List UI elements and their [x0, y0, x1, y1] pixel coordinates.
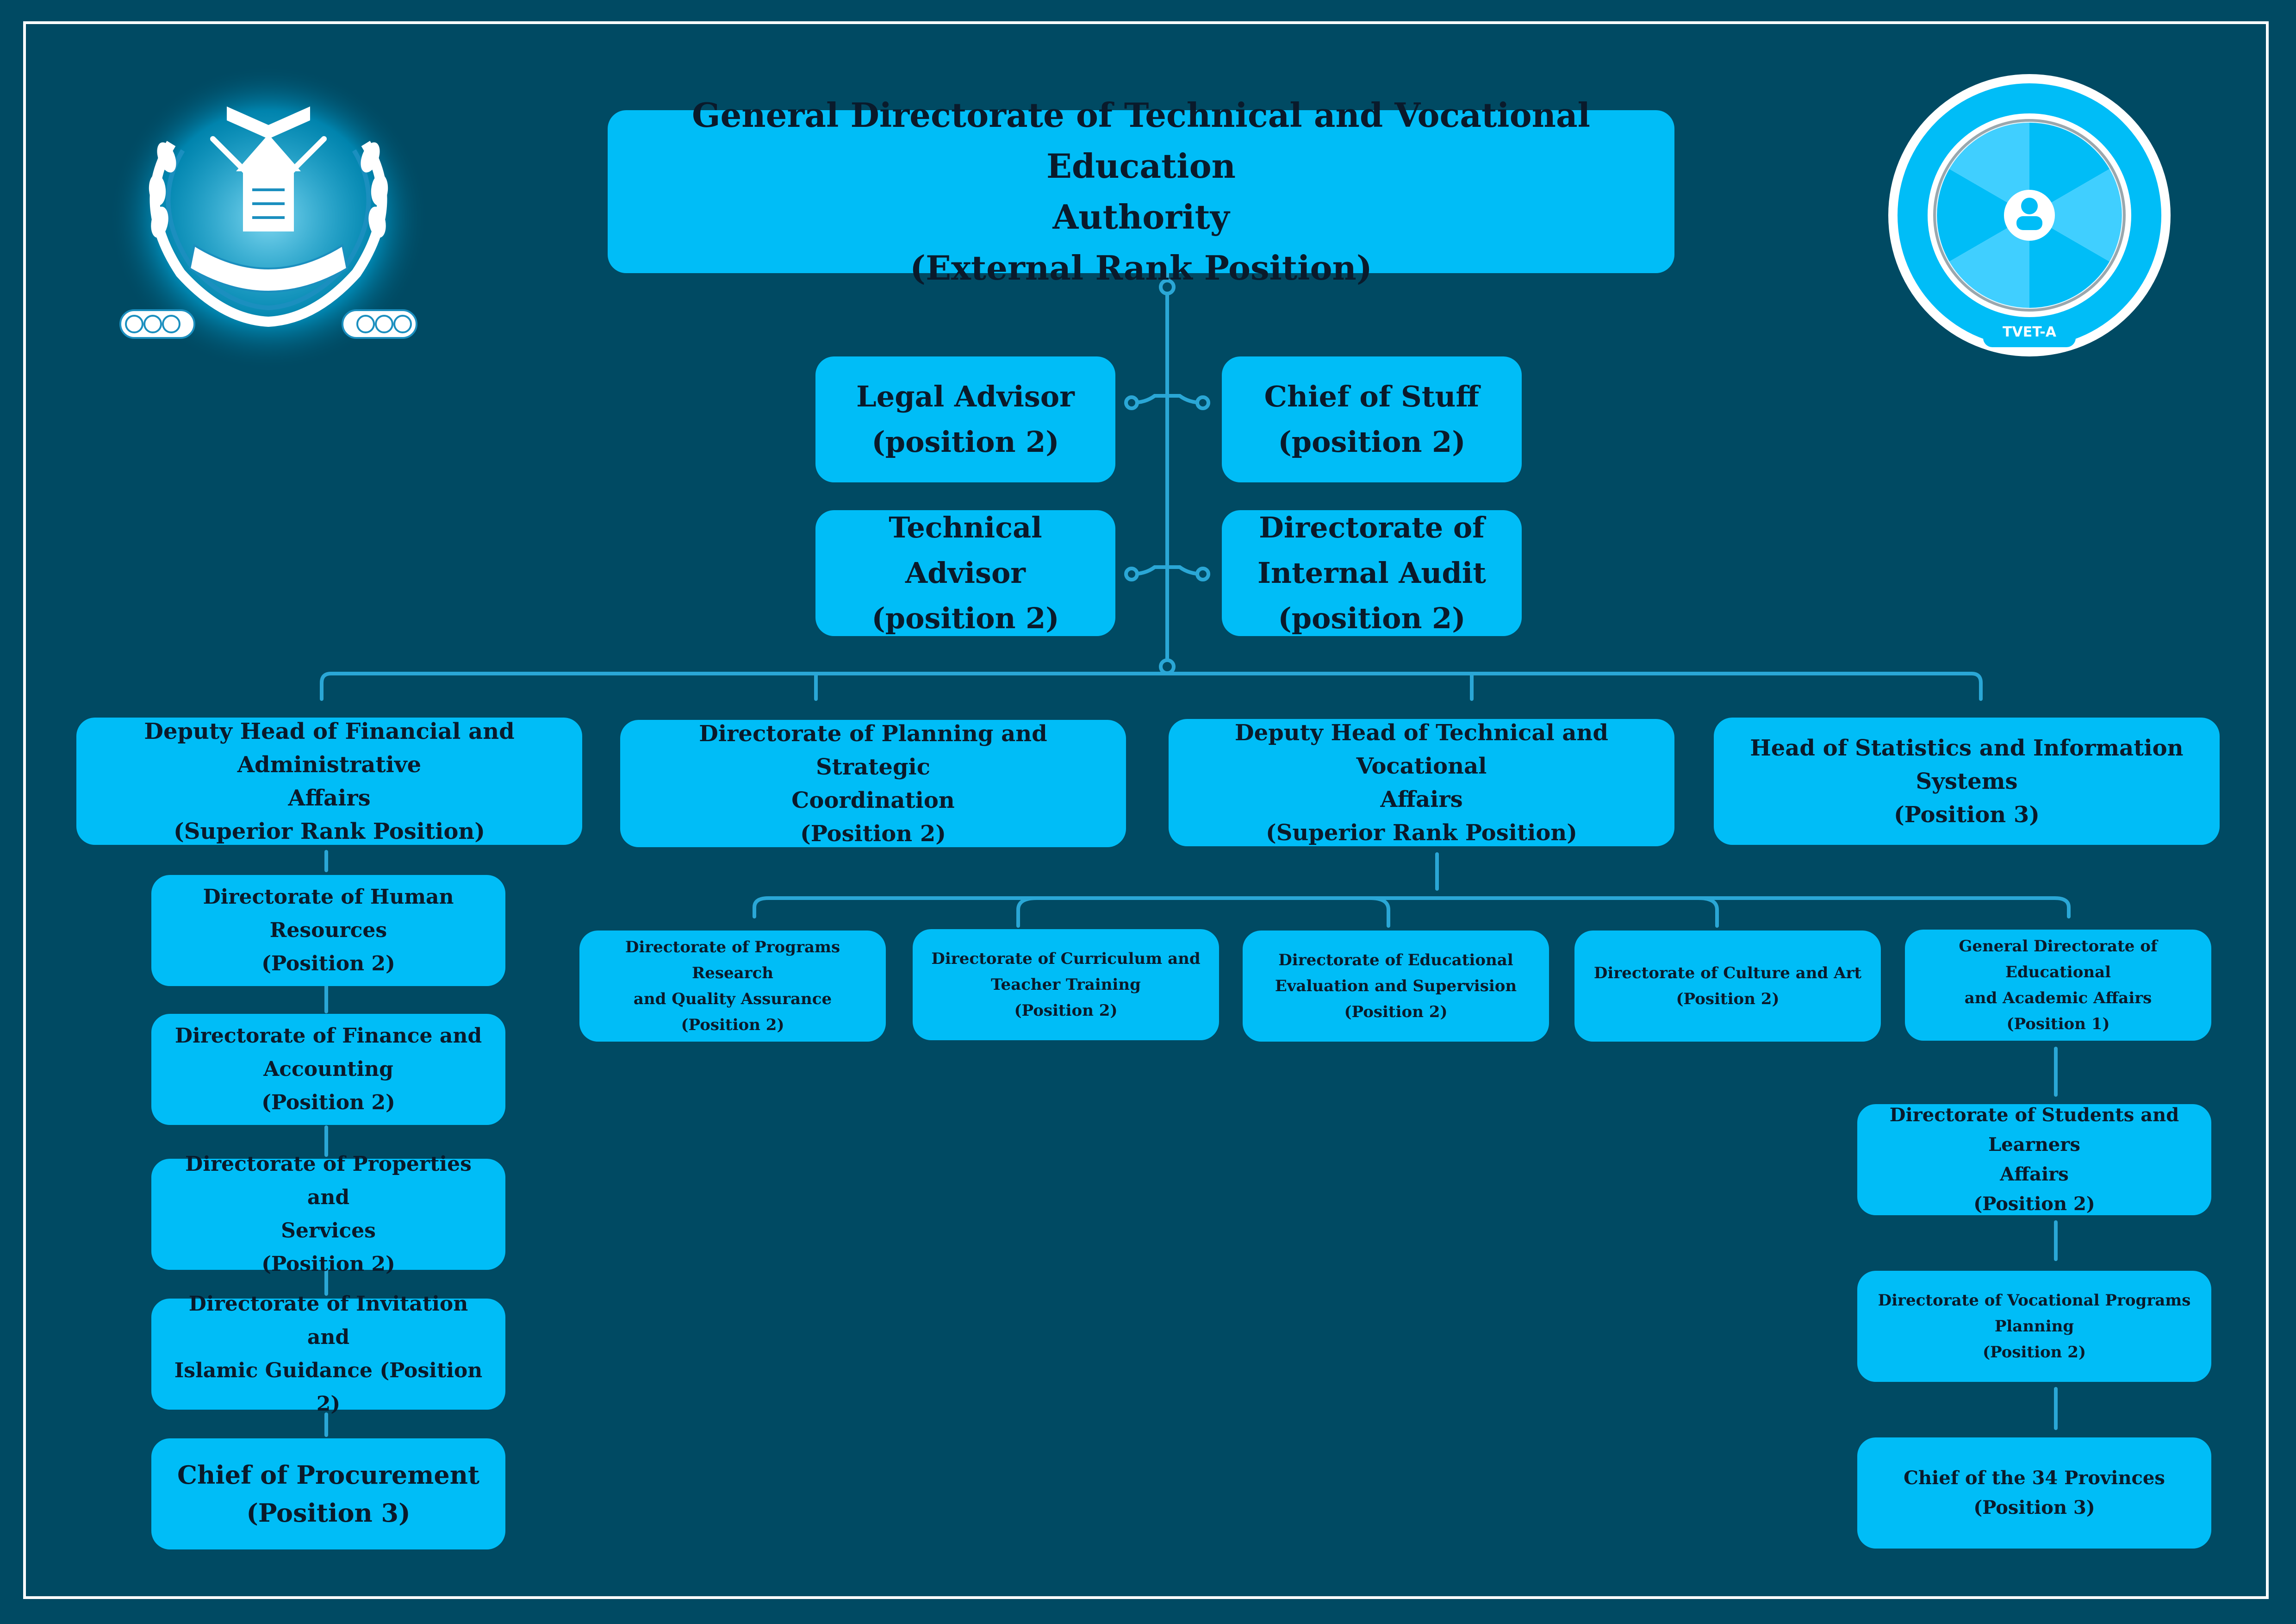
technical-advisor-box[interactable]: Technical Advisor (position 2) [815, 510, 1115, 636]
tech-bar-arc-3 [1697, 896, 1719, 928]
curriculum-line1: Directorate of Curriculum and [931, 949, 1201, 968]
curriculum-training-box[interactable]: Directorate of Curriculum and Teacher Tr… [913, 929, 1219, 1040]
statistics-title: Head of Statistics and Information Syste… [1750, 735, 2184, 794]
procurement-position: (Position 3) [246, 1498, 411, 1528]
finance-position: (Position 2) [261, 1091, 395, 1114]
chief-staff-position: (position 2) [1278, 425, 1466, 459]
node-audit [1195, 567, 1210, 581]
educational-evaluation-box[interactable]: Directorate of Educational Evaluation an… [1243, 931, 1549, 1042]
tvet-seal-icon [1888, 74, 2171, 356]
trunk-node-bottom [1159, 658, 1176, 675]
internal-audit-line2: Internal Audit [1257, 556, 1486, 590]
properties-services-box[interactable]: Directorate of Properties and Services (… [151, 1152, 505, 1276]
planning-line2: Coordination [791, 787, 955, 813]
internal-audit-line1: Directorate of [1259, 511, 1485, 544]
internal-audit-box[interactable]: Directorate of Internal Audit (position … [1222, 510, 1522, 636]
node-legal [1124, 395, 1139, 410]
technical-advisor-position: (position 2) [871, 601, 1059, 635]
technical-advisor-title: Technical Advisor [889, 511, 1042, 590]
provinces-box[interactable]: Chief of the 34 Provinces (Position 3) [1857, 1437, 2211, 1549]
legal-advisor-title: Legal Advisor [856, 380, 1075, 413]
voc-planning-position: (Position 2) [1982, 1343, 2086, 1362]
evaluation-position: (Position 2) [1344, 1003, 1448, 1021]
trunk-node-top [1159, 279, 1176, 295]
culture-position: (Position 2) [1676, 990, 1780, 1008]
students-line2: Affairs [2000, 1163, 2069, 1185]
node-technical [1124, 567, 1139, 581]
top-authority-box[interactable]: General Directorate of Technical and Voc… [608, 95, 1674, 287]
invitation-line1: Directorate of Invitation and [188, 1292, 468, 1349]
statistics-position: (Position 3) [1894, 801, 2040, 828]
students-position: (Position 2) [1973, 1193, 2095, 1215]
academic-position: (Position 1) [2006, 1015, 2110, 1033]
students-affairs-box[interactable]: Directorate of Students and Learners Aff… [1857, 1104, 2211, 1215]
internal-audit-position: (position 2) [1278, 601, 1466, 635]
finance-line2: Accounting [263, 1057, 393, 1081]
academic-line2: and Academic Affairs [1964, 989, 2152, 1007]
deputy-finance-line2: Affairs [288, 785, 371, 811]
finance-line1: Directorate of Finance and [174, 1024, 482, 1048]
chief-staff-box[interactable]: Chief of Stuff (position 2) [1222, 356, 1522, 482]
planning-position: (Position 2) [800, 820, 946, 847]
programs-research-box[interactable]: Directorate of Programs Research and Qua… [579, 931, 886, 1042]
procurement-box[interactable]: Chief of Procurement (Position 3) [151, 1438, 505, 1549]
deputy-tech-voc-box[interactable]: Deputy Head of Technical and Vocational … [1169, 719, 1674, 846]
deputy-finance-admin-box[interactable]: Deputy Head of Financial and Administrat… [76, 718, 582, 845]
culture-title: Directorate of Culture and Art [1593, 964, 1862, 982]
culture-art-box[interactable]: Directorate of Culture and Art (Position… [1574, 931, 1881, 1042]
seal-badge: TVET-A [2003, 324, 2056, 340]
legal-advisor-position: (position 2) [871, 425, 1059, 459]
hr-directorate-box[interactable]: Directorate of Human Resources (Position… [151, 875, 505, 986]
top-title-line1: General Directorate of Technical and Voc… [692, 95, 1590, 186]
properties-line1: Directorate of Properties and [185, 1152, 472, 1209]
tech-bar [753, 896, 2071, 918]
planning-line1: Directorate of Planning and Strategic [699, 720, 1047, 780]
top-title-line2: Authority [1052, 197, 1230, 237]
research-line2: and Quality Assurance [633, 990, 832, 1008]
deputy-tech-line1: Deputy Head of Technical and Vocational [1235, 719, 1608, 779]
tech-bar-arc-2 [1368, 896, 1390, 928]
provinces-position: (Position 3) [1973, 1497, 2095, 1518]
statistics-box[interactable]: Head of Statistics and Information Syste… [1714, 718, 2220, 845]
left-emblem [106, 51, 430, 370]
academic-affairs-box[interactable]: General Directorate of Educational and A… [1905, 930, 2211, 1041]
connector-row2 [1130, 565, 1205, 576]
legal-advisor-box[interactable]: Legal Advisor (position 2) [815, 356, 1115, 482]
deputy-tech-position: (Superior Rank Position) [1266, 819, 1577, 846]
properties-position: (Position 2) [261, 1252, 395, 1276]
voc-planning-line2: Planning [1994, 1317, 2074, 1336]
procurement-title: Chief of Procurement [177, 1460, 479, 1490]
deputy-tech-line2: Affairs [1380, 786, 1463, 812]
curriculum-line2: Teacher Training [991, 975, 1141, 994]
right-seal [1886, 72, 2173, 359]
evaluation-line2: Evaluation and Supervision [1275, 977, 1517, 995]
curriculum-position: (Position 2) [1014, 1001, 1118, 1020]
deputy-finance-line1: Deputy Head of Financial and Administrat… [144, 718, 515, 778]
invitation-line2: Islamic Guidance (Position 2) [174, 1359, 483, 1416]
page-frame [23, 21, 2269, 1599]
emblem-icon [109, 65, 428, 370]
tech-bar-arc-1 [1016, 896, 1039, 928]
research-line1: Directorate of Programs Research [625, 938, 840, 982]
top-title-line3: (External Rank Position) [910, 248, 1372, 287]
academic-line1: General Directorate of Educational [1959, 937, 2158, 981]
research-position: (Position 2) [681, 1016, 784, 1034]
connector-row1 [1130, 394, 1205, 405]
properties-line2: Services [281, 1219, 376, 1243]
level2-bar [320, 672, 1983, 701]
deputy-finance-position: (Superior Rank Position) [174, 818, 485, 844]
chief-staff-title: Chief of Stuff [1264, 380, 1480, 413]
hr-title: Directorate of Human Resources [203, 885, 454, 942]
node-chief-staff [1195, 395, 1210, 410]
invitation-guidance-box[interactable]: Directorate of Invitation and Islamic Gu… [151, 1292, 505, 1416]
voc-planning-line1: Directorate of Vocational Programs [1878, 1291, 2191, 1310]
provinces-title: Chief of the 34 Provinces [1904, 1467, 2165, 1489]
planning-coordination-box[interactable]: Directorate of Planning and Strategic Co… [620, 720, 1126, 847]
hr-position: (Position 2) [261, 952, 395, 975]
students-line1: Directorate of Students and Learners [1889, 1104, 2179, 1156]
evaluation-line1: Directorate of Educational [1278, 951, 1513, 969]
vocational-planning-box[interactable]: Directorate of Vocational Programs Plann… [1857, 1271, 2211, 1382]
finance-accounting-box[interactable]: Directorate of Finance and Accounting (P… [151, 1014, 505, 1125]
